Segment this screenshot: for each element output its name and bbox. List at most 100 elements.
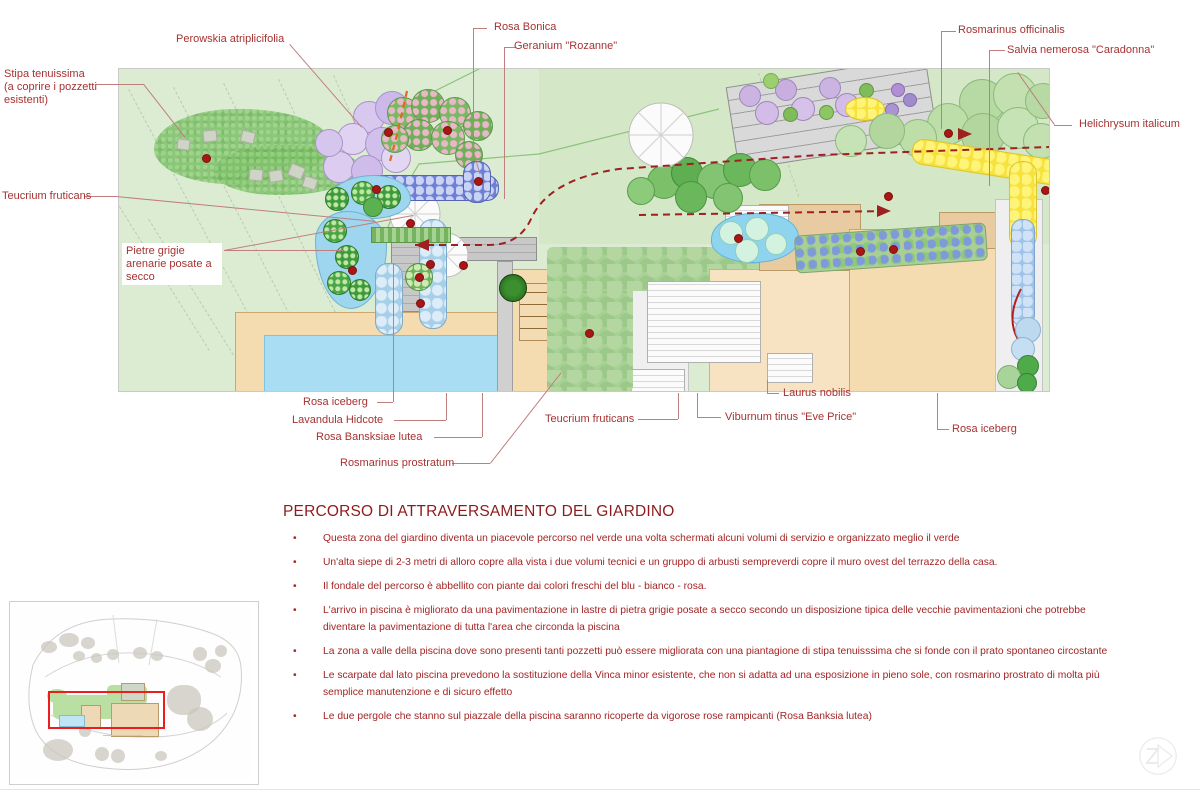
rosmarinus-officinalis-mass <box>1023 123 1049 159</box>
keyplan-tree <box>81 637 95 649</box>
bullet-text: Un'alta siepe di 2-3 metri di alloro cop… <box>323 557 998 568</box>
callout-perowskia-atriplicifolia: Perowskia atriplicifolia <box>176 33 285 45</box>
leader-helichrysum-h <box>1054 125 1072 126</box>
salvia-caradonna-mass <box>903 93 917 107</box>
keyplan-pool <box>59 715 85 727</box>
keyplan-tree <box>111 749 125 763</box>
architect-logo-watermark <box>1139 737 1177 775</box>
keyplan-tree <box>151 651 163 661</box>
bullet-marker: • <box>293 711 297 722</box>
plant-marker-perowskia <box>384 128 393 137</box>
mixed-shrub-right <box>1017 373 1037 391</box>
plant-marker-rosmarinus-officinalis <box>944 129 953 138</box>
bullet-marker: • <box>293 557 297 568</box>
plant-marker-rosmarinus-prostratum <box>459 261 468 270</box>
keyplan-tree <box>205 659 221 673</box>
bullet-text: L'arrivo in piscina è migliorato da una … <box>323 605 1086 633</box>
callout-rosa-iceberg-left: Rosa iceberg <box>303 396 368 408</box>
keyplan-tree <box>43 739 73 761</box>
keyplan-tree <box>73 651 85 661</box>
plant-marker-rosa-banksiae <box>415 273 424 282</box>
deck-center-right <box>647 281 761 363</box>
leader-rosa-iceberg-right-v <box>937 393 938 429</box>
leader-rosmarinus-prostratum-h <box>452 463 490 464</box>
bullet-marker: • <box>293 533 297 544</box>
bullet-text: Le due pergole che stanno sul piazzale d… <box>323 711 872 722</box>
leader-rosmarinus-officinalis-h <box>941 31 956 32</box>
plant-marker-stipa <box>202 154 211 163</box>
lavandula-hidcote-mass <box>819 77 841 99</box>
site-overview-thumbnail[interactable] <box>9 601 259 785</box>
keyplan-canvas <box>15 607 253 779</box>
leader-rosa-iceberg-left-d <box>393 263 394 393</box>
callout-rosmarinus-officinalis: Rosmarinus officinalis <box>958 24 1065 36</box>
description-text-block: PERCORSO DI ATTRAVERSAMENTO DEL GIARDINO… <box>283 503 1113 732</box>
plant-marker-rosa-bonica <box>443 126 452 135</box>
swimming-pool <box>264 335 508 391</box>
bullet-item: • Un'alta siepe di 2-3 metri di alloro co… <box>283 554 1113 571</box>
callout-rosa-iceberg-right: Rosa iceberg <box>952 423 1017 435</box>
bullet-item: •La zona a valle della piscina dove sono… <box>283 643 1113 660</box>
plant-marker-rosa-iceberg-right <box>856 247 865 256</box>
leader-rosa-iceberg-left-h <box>377 402 393 403</box>
keyplan-tree <box>215 645 227 657</box>
plant-marker-laurus <box>884 192 893 201</box>
rosmarinus-prostratum-band <box>375 263 403 335</box>
plant-marker-geranium <box>474 177 483 186</box>
bullet-marker: • <box>293 605 297 616</box>
stair-lower-right <box>767 353 813 383</box>
box-shrub <box>377 185 401 209</box>
bullet-marker: • <box>293 646 297 657</box>
existing-tree-symbol-large <box>628 102 694 168</box>
keyplan-tree <box>59 633 79 647</box>
leader-rosa-iceberg-right-h <box>937 429 949 430</box>
callout-pietre-grigie-box <box>122 243 222 285</box>
leader-teucrium-mid-h <box>638 419 678 420</box>
viburnum-tinus-tree <box>627 177 655 205</box>
leader-teucrium-left <box>84 196 116 197</box>
leader-banksiae-h <box>434 437 482 438</box>
leader-lavandula-h <box>394 420 446 421</box>
bullet-text: Il fondale del percorso è abbellito con … <box>323 581 707 592</box>
leader-teucrium-mid-v <box>678 393 679 419</box>
bullet-marker: • <box>293 581 297 592</box>
box-shrub <box>335 245 359 269</box>
rosa-bonica-mass <box>403 119 435 151</box>
bullet-item: • Questa zona del giardino diventa un pia… <box>283 530 1113 547</box>
lavandula-hidcote-mass <box>775 79 797 101</box>
leader-laurus-h <box>767 393 779 394</box>
bullet-text: Questa zona del giardino diventa un piac… <box>323 533 960 544</box>
leader-rosa-bonica-h <box>473 28 487 29</box>
circulation-route-dashed <box>415 128 1049 251</box>
keyplan-tree <box>155 751 167 761</box>
plant-marker-rosa-iceberg-left <box>348 266 357 275</box>
bullet-marker: • <box>293 670 297 681</box>
plant-marker-banksiae-wall <box>416 299 425 308</box>
teucrium-fruticans-lobe <box>735 239 759 263</box>
callout-teucrium-fruticans-left: Teucrium fruticans <box>2 190 92 202</box>
plant-marker-viburnum <box>734 234 743 243</box>
shrub-green-accent <box>763 73 779 89</box>
leader-salvia <box>989 50 990 186</box>
orange-route-dashed <box>387 90 409 166</box>
leader-geranium <box>504 47 505 199</box>
leader-banksiae-v <box>482 393 483 437</box>
shrub-green-accent <box>783 107 798 122</box>
keyplan-tree <box>187 707 213 731</box>
callout-helichrysum-italicum: Helichrysum italicum <box>1079 118 1180 130</box>
callout-stipa-tenuissima: Stipa tenuissima (a coprire i pozzetti e… <box>4 68 97 106</box>
plant-marker-helichrysum <box>1041 186 1049 195</box>
teucrium-fruticans-lobe <box>765 233 787 255</box>
plant-marker-lavandula <box>426 260 435 269</box>
plant-marker-pietre <box>406 219 415 228</box>
viburnum-tinus-tree <box>713 183 743 213</box>
callout-viburnum-tinus: Viburnum tinus "Eve Price" <box>725 411 857 423</box>
leader-geranium-h <box>504 47 516 48</box>
bullet-item: • Il fondale del percorso è abbellito con… <box>283 578 1113 595</box>
perowskia-atriplicifolia-mass <box>315 129 343 157</box>
leader-stipa <box>96 84 144 85</box>
helichrysum-yellow-mass <box>845 97 885 121</box>
keyplan-path <box>103 735 143 736</box>
page-title: PERCORSO DI ATTRAVERSAMENTO DEL GIARDINO <box>283 503 675 520</box>
box-shrub <box>363 197 383 217</box>
